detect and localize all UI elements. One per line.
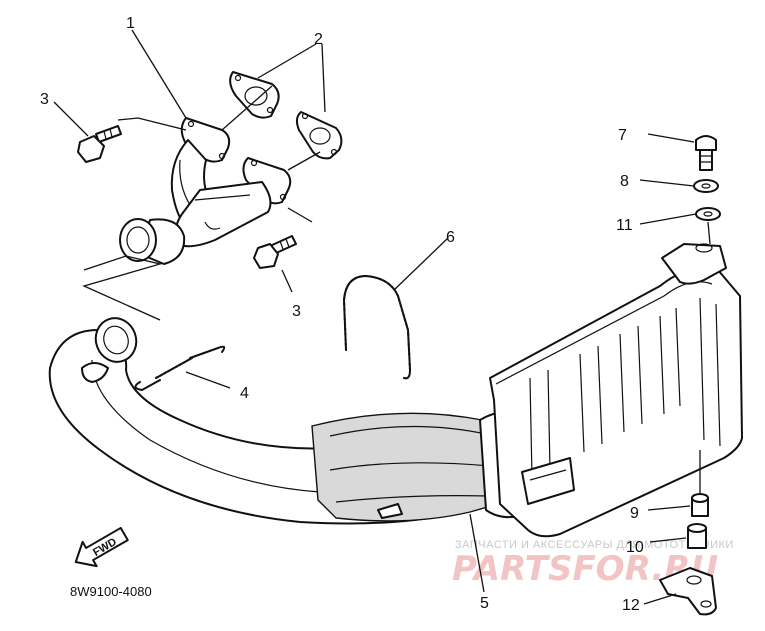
part-5-muffler <box>489 243 743 538</box>
part-8-washer <box>693 179 719 193</box>
fwd-label: FWD <box>91 536 119 559</box>
part-2-gaskets <box>229 71 343 160</box>
fwd-arrow-icon: FWD <box>74 526 129 568</box>
callout-6: 6 <box>446 229 455 246</box>
watermark-caption: ЗАПЧАСТИ И АКСЕССУАРЫ ДЛЯ МОТОТЕХНИКИ <box>455 539 734 551</box>
callout-12: 12 <box>622 597 640 614</box>
callout-3-upper: 3 <box>40 91 49 108</box>
part-11-washer <box>695 207 721 221</box>
part-3-bolt-lower <box>253 235 297 269</box>
part-7-bolt <box>695 135 717 171</box>
callout-11: 11 <box>616 217 633 234</box>
callout-8: 8 <box>620 173 629 190</box>
part-5-exhaust-pipe <box>48 317 549 525</box>
callout-3-lower: 3 <box>292 303 301 320</box>
leader-lines <box>53 29 711 605</box>
callout-10: 10 <box>626 539 644 556</box>
part-1-manifold <box>119 117 292 265</box>
callout-9: 9 <box>630 505 639 522</box>
callout-7: 7 <box>618 127 627 144</box>
callout-4: 4 <box>240 385 249 402</box>
diagram-code: 8W9100-4080 <box>70 584 152 599</box>
callout-5: 5 <box>480 595 489 612</box>
part-6-wire <box>343 275 411 380</box>
part-4-spring <box>134 345 226 391</box>
part-9-collar <box>691 493 709 517</box>
part-12-bracket <box>659 567 717 616</box>
part-10-collar <box>687 523 707 549</box>
callout-1: 1 <box>126 15 135 32</box>
part-3-bolt-upper <box>77 125 122 163</box>
callout-2: 2 <box>314 31 323 48</box>
callouts: 1 2 3 3 4 5 6 7 8 9 10 11 12 <box>40 15 644 614</box>
